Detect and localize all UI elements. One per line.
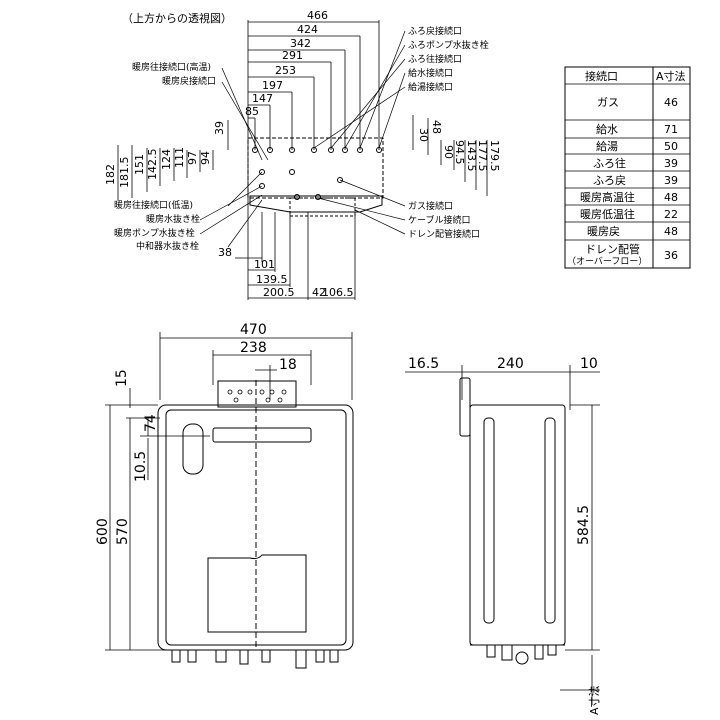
dim-139-5: 139.5 xyxy=(256,273,288,286)
top-view-title: （上方からの透視図） xyxy=(122,11,232,25)
front-dim-width: 470 xyxy=(240,322,267,338)
table-row-value: 39 xyxy=(664,174,678,187)
front-dim-570: 570 xyxy=(115,518,131,545)
table-row-name: 暖房低温往 xyxy=(580,207,635,221)
table-row-name: 暖房高温往 xyxy=(580,190,635,204)
front-dim-74: 74 xyxy=(143,414,159,432)
table-row-name: 給湯 xyxy=(596,139,618,153)
dim-30: 30 xyxy=(417,128,430,142)
dim-42: 42 xyxy=(312,286,326,299)
dim-106-5: 106.5 xyxy=(322,286,354,299)
table-header-a: A寸法 xyxy=(656,69,686,83)
dim-177-5: 177.5 xyxy=(476,140,489,172)
dim-253: 253 xyxy=(275,64,296,77)
table-header-port: 接続口 xyxy=(585,69,618,83)
table-row-value: 50 xyxy=(664,140,678,153)
dim-38: 38 xyxy=(218,246,232,259)
dim-466: 466 xyxy=(307,9,328,22)
dim-124: 124 xyxy=(160,149,173,170)
dim-200-5: 200.5 xyxy=(263,286,295,299)
front-body xyxy=(157,380,354,651)
table-row-value: 48 xyxy=(664,191,678,204)
front-dim-top: 15 xyxy=(114,369,130,387)
dimension-table: 接続口 A寸法 ガス 46 給水 71 給湯 50 ふろ往 39 ふろ戻 39 … xyxy=(564,66,691,269)
dim-179-5: 179.5 xyxy=(488,140,501,172)
label-heating-drain: 暖房水抜き栓 xyxy=(146,213,200,225)
table-row-value: 71 xyxy=(664,123,678,136)
dim-101: 101 xyxy=(254,258,275,271)
label-drain-pipe: ドレン配管接続口 xyxy=(408,228,480,240)
table-row-value: 36 xyxy=(664,249,678,262)
table-row-value: 22 xyxy=(664,208,678,221)
side-dim-a: A寸法 xyxy=(587,685,601,715)
front-connectors xyxy=(227,389,287,403)
side-dim-depth: 240 xyxy=(497,356,524,372)
table-row-sub: （オーバーフロー） xyxy=(567,256,647,267)
dim-111: 111 xyxy=(173,147,186,168)
dim-147: 147 xyxy=(252,92,273,105)
table-row-name: 暖房戻 xyxy=(587,225,620,238)
label-furo-supply: ふろ往接続口 xyxy=(408,53,462,65)
side-view: 16.5 240 10 584.5 A寸法 xyxy=(405,356,601,715)
dim-94: 94 xyxy=(199,151,212,165)
label-heating-pump-drain: 暖房ポンプ水抜き栓 xyxy=(114,227,195,239)
side-bottom-pipes xyxy=(486,644,557,665)
dim-48: 48 xyxy=(430,120,443,134)
label-water-supply: 給水接続口 xyxy=(408,67,453,79)
label-gas: ガス接続口 xyxy=(408,200,453,212)
front-view: 470 238 18 15 74 10.5 600 570 xyxy=(95,322,354,669)
label-heating-low: 暖房往接続口(低温) xyxy=(114,199,193,211)
dim-94-5: 94.5 xyxy=(453,140,466,165)
dim-142-5: 142.5 xyxy=(146,149,159,181)
table-row-value: 46 xyxy=(664,96,678,109)
table-row-value: 39 xyxy=(664,157,678,170)
label-cable: ケーブル接続口 xyxy=(408,214,470,226)
dim-85: 85 xyxy=(245,105,259,118)
dim-151: 151 xyxy=(133,154,146,175)
top-dimension-lines xyxy=(248,21,379,119)
port-markers xyxy=(252,147,382,200)
dim-181-5: 181.5 xyxy=(118,157,131,189)
side-body xyxy=(459,377,566,646)
table-row-name: ドレン配管 xyxy=(585,242,640,256)
table-row-name: 給水 xyxy=(596,122,618,136)
dim-90: 90 xyxy=(442,145,455,159)
table-row-value: 48 xyxy=(664,225,678,238)
label-hot-water: 給湯接続口 xyxy=(408,81,453,93)
front-dim-10-5: 10.5 xyxy=(133,451,149,482)
front-dim-small: 18 xyxy=(279,357,297,373)
dim-39-left: 39 xyxy=(213,121,226,135)
dim-291: 291 xyxy=(282,49,303,62)
dim-182: 182 xyxy=(104,164,117,185)
top-view-body xyxy=(247,137,384,217)
table-row-name: ふろ往 xyxy=(593,156,626,170)
front-dim-600: 600 xyxy=(95,518,111,545)
label-heating-return: 暖房戻接続口 xyxy=(162,75,216,87)
dim-143-5: 143.5 xyxy=(465,140,478,172)
label-furo-pump-drain: ふろポンプ水抜き栓 xyxy=(408,39,489,51)
dim-424: 424 xyxy=(297,23,318,36)
table-row-name: ガス xyxy=(597,96,619,109)
side-dim-left: 16.5 xyxy=(408,356,439,372)
table-row-name: ふろ戻 xyxy=(593,174,626,187)
label-heating-high: 暖房往接続口(高温) xyxy=(132,61,211,73)
label-neutralizer-drain: 中和器水抜き栓 xyxy=(136,240,199,252)
dim-342: 342 xyxy=(290,37,311,50)
front-bottom-pipes xyxy=(171,649,339,669)
dim-197: 197 xyxy=(262,79,283,92)
side-dim-height: 584.5 xyxy=(576,505,592,545)
front-dim-inner: 238 xyxy=(240,340,267,356)
dim-97: 97 xyxy=(186,151,199,165)
label-furo-return: ふろ戻接続口 xyxy=(408,25,462,37)
side-dim-right: 10 xyxy=(580,356,598,372)
top-view: （上方からの透視図） 466 424 xyxy=(104,9,501,300)
